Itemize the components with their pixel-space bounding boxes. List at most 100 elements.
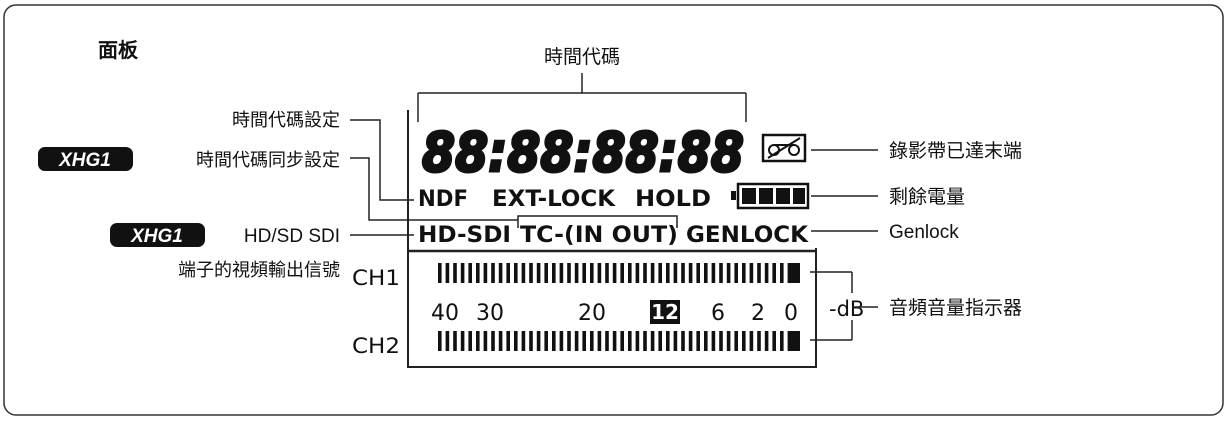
meter-segment — [612, 331, 617, 351]
meter-segment — [780, 263, 784, 283]
meter-segment — [559, 263, 564, 283]
meter-segment — [445, 263, 450, 283]
label-genlock: Genlock — [889, 222, 959, 243]
meter-segment — [567, 263, 571, 283]
meter-segment — [628, 263, 632, 283]
meter-segment — [688, 331, 693, 351]
meter-segment — [650, 263, 655, 283]
meter-segment — [529, 263, 533, 283]
timecode-label: 時間代碼 — [544, 46, 620, 68]
meter-segment — [658, 331, 662, 351]
meter-segment — [681, 263, 685, 283]
meter-segment — [552, 263, 556, 283]
scale-40: 40 — [431, 301, 459, 326]
battery-icon — [731, 182, 810, 210]
meter-segment — [506, 331, 510, 351]
meter-segment — [628, 331, 632, 351]
meter-segment — [438, 331, 442, 351]
meter-segment — [780, 331, 784, 351]
meter-segment — [483, 263, 488, 283]
meter-segment — [514, 331, 518, 351]
scale-30: 30 — [476, 301, 504, 326]
label-sdi-output-signal: 端子的視頻輸出信號 — [178, 260, 340, 281]
label-tape-end: 錄影帶已達末端 — [889, 140, 1022, 162]
meter-segment — [726, 263, 731, 283]
meter-segment — [666, 263, 670, 283]
meter-peak-segment — [788, 263, 800, 283]
scale-12: 12 — [651, 300, 679, 324]
meter-segment — [453, 263, 457, 283]
label-timecode-setting: 時間代碼設定 — [232, 110, 340, 131]
meter-segment — [453, 331, 457, 351]
timecode-digits: 88:88:88:88 — [422, 121, 744, 184]
meter-segment — [476, 263, 480, 283]
ch1-label: CH1 — [352, 266, 400, 290]
meter-segment — [544, 263, 548, 283]
meter-segment — [559, 331, 564, 351]
meter-segment — [438, 263, 442, 283]
meter-segment — [688, 263, 693, 283]
meter-segment — [757, 263, 761, 283]
meter-segment — [498, 263, 503, 283]
meter-segment — [460, 263, 465, 283]
xhg1-badge-1: XHG1 — [38, 147, 133, 171]
lcd-ext-lock: EXT-LOCK — [492, 187, 616, 212]
meter-segment — [635, 331, 640, 351]
meter-segment — [764, 263, 769, 283]
meter-segment — [521, 331, 526, 351]
meter-segment — [764, 331, 769, 351]
tape-end-icon — [761, 133, 807, 163]
meter-segment — [491, 331, 495, 351]
scale-12-box — [650, 300, 680, 324]
meter-segment — [704, 331, 708, 351]
meter-segment — [719, 331, 723, 351]
meter-segment — [726, 331, 731, 351]
meter-segment — [673, 263, 678, 283]
leader-timecode-setting — [350, 119, 414, 201]
label-timecode-sync-setting: 時間代碼同步設定 — [196, 150, 340, 171]
meter-segment — [529, 331, 533, 351]
meter-segment — [749, 331, 754, 351]
lcd-genlock: GENLOCK — [686, 223, 809, 248]
meter-segment — [468, 263, 472, 283]
meter-segment — [719, 263, 723, 283]
scale-2: 2 — [751, 301, 765, 326]
meter-segment — [445, 331, 450, 351]
meter-segment — [666, 331, 670, 351]
ch2-label: CH2 — [352, 334, 400, 358]
scale-6: 6 — [711, 301, 725, 326]
meter-segment — [582, 263, 586, 283]
meter-segment — [658, 263, 662, 283]
meter-segment — [468, 331, 472, 351]
meter-segment — [734, 263, 738, 283]
meter-segment — [696, 331, 700, 351]
outer-frame — [3, 4, 1224, 416]
xhg1-badge-2: XHG1 — [110, 223, 205, 247]
meter-segment — [536, 263, 541, 283]
leader-timecode-sync — [350, 157, 518, 221]
meter-peak-segment — [788, 331, 800, 351]
meter-segment — [460, 331, 465, 351]
lcd-hd-sdi: HD-SDI — [418, 223, 511, 248]
meter-segment — [521, 263, 526, 283]
meter-segment — [567, 331, 571, 351]
meter-segment — [574, 263, 579, 283]
meter-segment — [620, 331, 624, 351]
meter-segment — [757, 331, 761, 351]
meter-segment — [597, 331, 602, 351]
meter-segment — [643, 263, 647, 283]
meter-segment — [620, 263, 624, 283]
meter-segment — [483, 331, 488, 351]
tc-bracket — [517, 215, 678, 228]
meter-segment — [711, 331, 716, 351]
lcd-hold: HOLD — [635, 187, 711, 212]
meter-segment — [749, 263, 754, 283]
db-unit-label: -dB — [829, 297, 864, 321]
meter-segment — [704, 263, 708, 283]
meter-segment — [650, 331, 655, 351]
meter-segment — [544, 331, 548, 351]
meter-segment — [498, 331, 503, 351]
meter-segment — [552, 331, 556, 351]
scale-20: 20 — [578, 301, 606, 326]
